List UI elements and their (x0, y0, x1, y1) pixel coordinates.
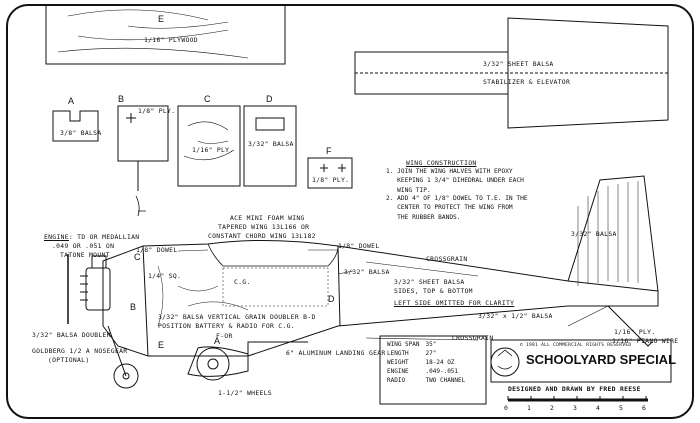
spec-row: ENGINE .049-.051 (384, 367, 468, 376)
scale-tick-4: 4 (596, 404, 601, 412)
spec-key: WEIGHT (387, 359, 409, 366)
left-side-note: LEFT SIDE OMITTED FOR CLARITY (394, 299, 515, 307)
stabilizer-line2: STABILIZER & ELEVATOR (483, 78, 571, 86)
spec-key: WING SPAN (387, 341, 420, 348)
part-c-outline (177, 105, 241, 187)
balsa-332-label: 3/32" BALSA (344, 268, 390, 276)
leader-lines (177, 249, 609, 341)
spec-key: RADIO (387, 377, 406, 384)
dowel-front-label: 1/8" DOWEL (136, 246, 178, 254)
engine-drawing (67, 254, 111, 324)
spec-value: 18-24 OZ (425, 359, 455, 366)
sheet-balsa-label: 3/32" SHEET BALSA (394, 278, 465, 286)
engine-note-line1: ENGINE: TD OR MEDALLIAN (44, 233, 139, 241)
tail-skid-wire (607, 305, 653, 347)
part-c-label: C (204, 94, 211, 104)
part-e-text: 1/16" PLYWOOD (144, 36, 198, 44)
designer-logo (490, 347, 520, 377)
scale-tick-2: 2 (550, 404, 555, 412)
fin-balsa-label: 3/32" BALSA (571, 230, 617, 238)
engine-note-line2: .049 OR .051 ON (52, 242, 115, 250)
engine-text: : TD OR MEDALLIAN (68, 233, 140, 241)
spec-row: WING SPAN 35" (384, 340, 468, 349)
f-or-label: F-OR (216, 332, 233, 340)
landing-gear-label: 6" ALUMINUM LANDING GEAR (286, 349, 386, 357)
balsa-doubler-label: 3/32" BALSA DOUBLER (32, 331, 111, 339)
spec-row: RADIO TWO CHANNEL (384, 376, 468, 385)
spec-key: ENGINE (387, 368, 409, 375)
vertical-fin-outline (567, 175, 659, 292)
wing-construction-step-1: 1. JOIN THE WING HALVES WITH EPOXY KEEPI… (386, 168, 524, 194)
stabilizer-outline (354, 17, 669, 129)
part-d-text: 3/32" BALSA (248, 140, 294, 148)
scale-tick-0: 0 (504, 404, 509, 412)
wing-note-line1: ACE MINI FOAM WING (230, 214, 305, 222)
part-b-label: B (118, 94, 125, 104)
cg-label: C.G. (234, 278, 251, 286)
part-e-label: E (158, 14, 165, 24)
part-e-outline (45, 6, 286, 65)
part-a-outline (52, 110, 99, 142)
part-f-outline (307, 157, 353, 189)
ply-116-label: 1/16" PLY. (614, 328, 656, 336)
part-f-text: 1/8" PLY. (312, 176, 350, 184)
spec-row: LENGTH 27" (384, 349, 468, 358)
square-stock-label: 1/4" SQ. (148, 272, 182, 280)
scale-tick-5: 5 (619, 404, 624, 412)
fuselage-letter-b: B (130, 302, 137, 312)
crossgrain-top-label: CROSSGRAIN (426, 255, 468, 263)
wing-construction-heading: WING CONSTRUCTION (406, 159, 477, 167)
fuselage-letter-a: A (214, 336, 221, 346)
designer-credit: DESIGNED AND DRAWN BY FRED REESE (508, 385, 641, 393)
doubler-note-line2: POSITION BATTERY & RADIO FOR C.G. (158, 322, 295, 330)
fuselage-letter-d: D (328, 294, 335, 304)
fuselage-letter-c: C (134, 252, 141, 262)
plan-sheet: E 1/16" PLYWOOD A 3/8" BALSA B 1/8" PLY.… (6, 4, 694, 419)
dowel-rear-label: 1/8" DOWEL (338, 242, 380, 250)
stabilizer-line1: 3/32" SHEET BALSA (483, 60, 554, 68)
part-f-label: F (326, 146, 332, 156)
plan-title: SCHOOLYARD SPECIAL (526, 352, 677, 367)
spec-table: WING SPAN 35" LENGTH 27" WEIGHT 18-24 OZ EN… (384, 340, 468, 385)
part-c-text: 1/16" PLY. (192, 146, 234, 154)
part-a-text: 3/8" BALSA (60, 129, 102, 137)
landing-gear-drawing (107, 325, 249, 389)
part-d-outline (243, 105, 297, 187)
title-block-outline (379, 335, 672, 405)
scale-tick-1: 1 (527, 404, 532, 412)
nosegear-label-line1: GOLDBERG 1/2 A NOSEGEAR (32, 347, 128, 355)
copyright-text: © 1981 ALL COMMERCIAL RIGHTS RESERVED (520, 343, 632, 348)
fuselage-letter-e: E (158, 340, 165, 350)
spec-row: WEIGHT 18-24 OZ (384, 358, 468, 367)
spec-value: 35" (425, 341, 437, 348)
part-b-text: 1/8" PLY. (138, 107, 176, 115)
wing-note-line2: TAPERED WING 13L166 OR (218, 223, 310, 231)
wheels-label: 1-1/2" WHEELS (218, 389, 272, 397)
wing-note-line3: CONSTANT CHORD WING 13L182 (208, 232, 316, 240)
plan-drawing (45, 6, 672, 405)
crossgrain-bottom-label: CROSSGRAIN (452, 334, 494, 342)
part-a-label: A (68, 96, 75, 106)
fuselage-outline (102, 239, 659, 357)
scale-tick-6: 6 (642, 404, 647, 412)
part-d-label: D (266, 94, 273, 104)
scale-tick-3: 3 (573, 404, 578, 412)
spec-key: LENGTH (387, 350, 409, 357)
engine-note-line3: TATONE MOUNT (60, 251, 110, 259)
spec-value: TWO CHANNEL (425, 377, 466, 384)
spec-value: .049-.051 (425, 368, 459, 375)
piano-wire-label: 1/16" PIANO WIRE (612, 337, 679, 345)
engine-heading: ENGINE (44, 233, 69, 241)
nosegear-label-line2: (OPTIONAL) (48, 356, 90, 364)
wing-construction-step-2: 2. ADD 4" OF 1/8" DOWEL TO T.E. IN THE C… (386, 195, 528, 221)
spec-value: 27" (425, 350, 437, 357)
sides-label: SIDES, TOP & BOTTOM (394, 287, 473, 295)
balsa-half-label: 3/32" x 1/2" BALSA (478, 312, 553, 320)
doubler-note-line1: 3/32" BALSA VERTICAL GRAIN DOUBLER B-D (158, 313, 316, 321)
part-b-outline (117, 105, 169, 217)
